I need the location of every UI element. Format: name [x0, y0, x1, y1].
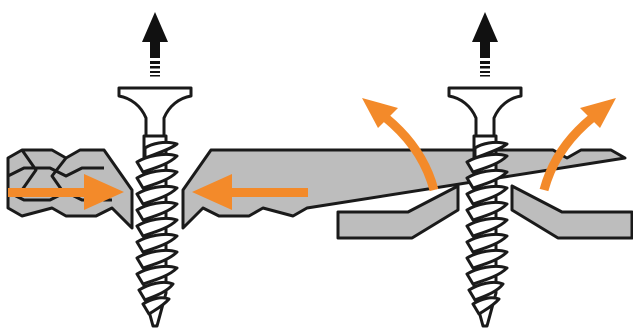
left-curved-arrow-icon: [362, 98, 439, 192]
left-material-right-piece: [181, 148, 627, 230]
left-inward-arrow-icon: [8, 174, 124, 210]
right-inward-arrow-icon: [192, 174, 308, 210]
right-panel: [336, 12, 633, 328]
right-material-left-sheet: [336, 184, 460, 240]
left-up-arrow-icon: [142, 12, 168, 77]
right-curved-arrow-icon: [539, 98, 616, 192]
right-screw-icon: [447, 86, 523, 328]
right-material-right-sheet: [510, 184, 633, 240]
right-up-arrow-icon: [472, 12, 498, 77]
left-panel: [6, 12, 627, 328]
